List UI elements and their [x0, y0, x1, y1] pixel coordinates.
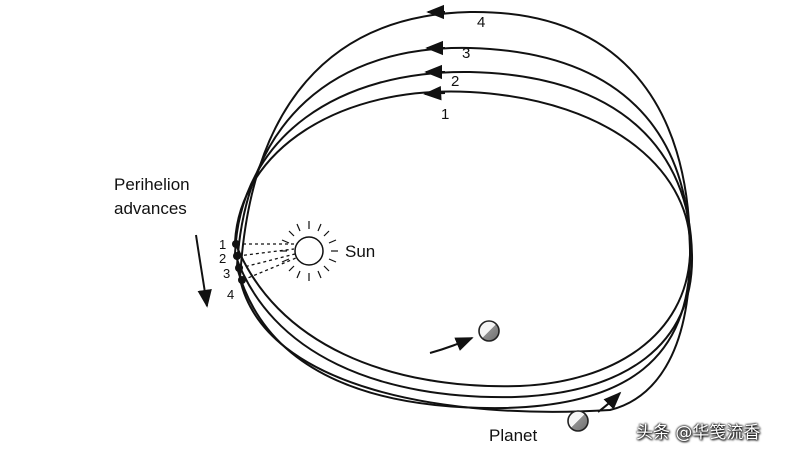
perihelion-point-2: [233, 252, 241, 260]
planet-direction-arrow-2: [597, 391, 622, 413]
orbit-label-1: 1: [441, 106, 449, 123]
perihelion-advances-line2: advances: [114, 199, 187, 218]
perihelion-label-3: 3: [223, 266, 230, 281]
planet-label: Planet: [489, 426, 537, 445]
perihelion-point-3: [235, 264, 243, 272]
orbit-2: [233, 70, 694, 399]
watermark: 头条 @华笺流香: [636, 423, 761, 443]
sun-rays-dashed: [237, 243, 297, 281]
perihelion-label-4: 4: [227, 287, 234, 302]
planet-icon-1: [478, 320, 500, 342]
sun-icon: [280, 221, 338, 281]
planet-icon-2: [567, 410, 589, 432]
orbit-4: [238, 10, 692, 413]
perihelion-label-1: 1: [219, 237, 226, 252]
perihelion-advance-arrow: [195, 234, 212, 308]
sun-rays: [280, 221, 338, 281]
perihelion-label-2: 2: [219, 251, 226, 266]
orbit-label-2: 2: [451, 73, 459, 90]
perihelion-points: [232, 240, 246, 284]
perihelion-point-1: [232, 240, 240, 248]
orbit-label-4: 4: [477, 14, 485, 31]
orbit-label-3: 3: [462, 45, 470, 62]
perihelion-advances-line1: Perihelion: [114, 175, 190, 194]
orbit-1-arrow: [423, 85, 446, 101]
sun-label: Sun: [345, 242, 375, 261]
sun-disk: [294, 236, 324, 266]
dashed-line-3: [239, 253, 296, 269]
orbit-arrows: [423, 4, 622, 413]
dashed-line-2: [237, 248, 295, 257]
orbit-3: [235, 46, 692, 410]
perihelion-point-4: [238, 276, 246, 284]
orbits: [233, 10, 694, 413]
planet-direction-arrow-1: [429, 337, 474, 354]
dashed-line-4: [242, 257, 297, 281]
